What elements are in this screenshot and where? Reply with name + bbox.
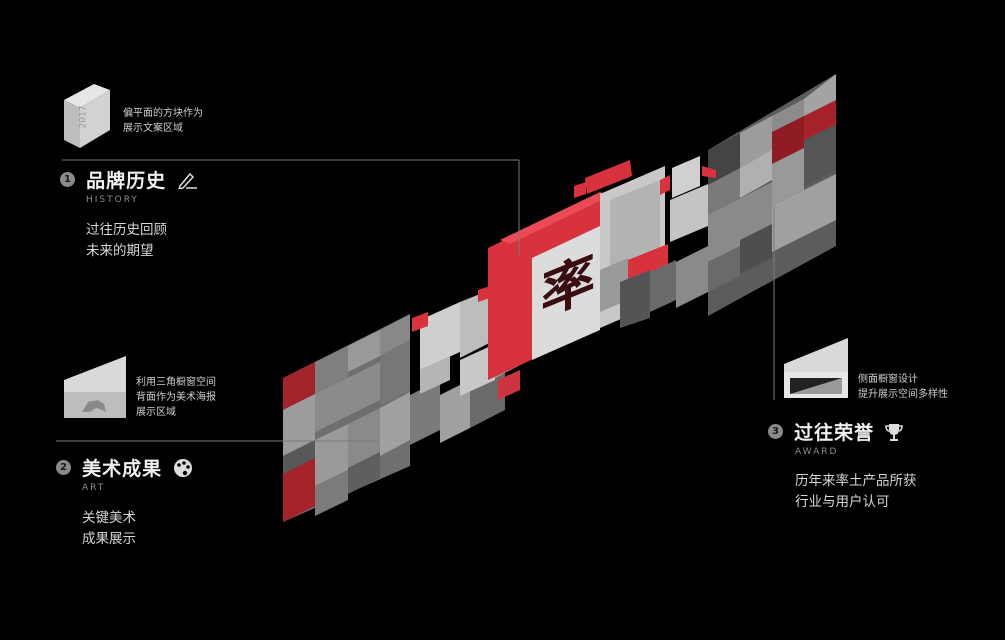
desc-line: 历年来率土产品所获 (795, 473, 917, 489)
note-middle-line: 展示区域 (136, 407, 176, 418)
right-inner-blocks (670, 156, 716, 242)
section-number: 3 (768, 424, 783, 439)
palette-icon (174, 458, 193, 477)
section-number: 2 (56, 460, 71, 475)
block-year: 2017 (78, 105, 89, 129)
note-top-line: 偏平面的方块作为 (123, 108, 203, 119)
side-window-thumbnail (784, 338, 848, 398)
section-subtitle: ART (82, 483, 106, 493)
note-right-line: 侧面橱窗设计 (858, 374, 918, 385)
note-top-line: 展示文案区域 (123, 123, 183, 134)
note-right-line: 提升展示空间多样性 (858, 389, 948, 400)
section-description: 过往历史回顾 未来的期望 (86, 220, 167, 262)
section-number: 1 (60, 172, 75, 187)
section-award: 3 过往荣誉 (768, 418, 903, 445)
note-middle: 利用三角橱窗空间 背面作为美术海报 展示区域 (136, 375, 216, 420)
section-description: 历年来率土产品所获 行业与用户认可 (795, 471, 917, 513)
pencil-icon (178, 172, 198, 189)
trophy-icon (885, 423, 903, 441)
desc-line: 关键美术 (82, 510, 136, 526)
desc-line: 成果展示 (82, 531, 136, 547)
note-middle-line: 利用三角橱窗空间 (136, 377, 216, 388)
triangle-thumbnail (64, 356, 126, 418)
section-art: 2 美术成果 (56, 454, 193, 481)
desc-line: 过往历史回顾 (86, 222, 167, 238)
section-title: 美术成果 (82, 458, 163, 480)
right-wall-blocks (620, 74, 836, 328)
logo-panel (532, 226, 600, 360)
note-top: 偏平面的方块作为 展示文案区域 (123, 106, 203, 136)
cube-year-label: 2017 (78, 106, 88, 129)
section-subtitle: AWARD (795, 447, 839, 457)
section-subtitle: HISTORY (86, 195, 139, 205)
section-title: 品牌历史 (86, 170, 167, 192)
note-right: 侧面橱窗设计 提升展示空间多样性 (858, 372, 948, 402)
desc-line: 未来的期望 (86, 243, 154, 259)
left-wall-blocks (283, 314, 505, 522)
cube-thumbnail (64, 84, 110, 148)
desc-line: 行业与用户认可 (795, 494, 890, 510)
section-history: 1 品牌历史 (60, 166, 199, 193)
section-title: 过往荣誉 (794, 422, 875, 444)
section-description: 关键美术 成果展示 (82, 508, 136, 550)
note-middle-line: 背面作为美术海报 (136, 392, 216, 403)
